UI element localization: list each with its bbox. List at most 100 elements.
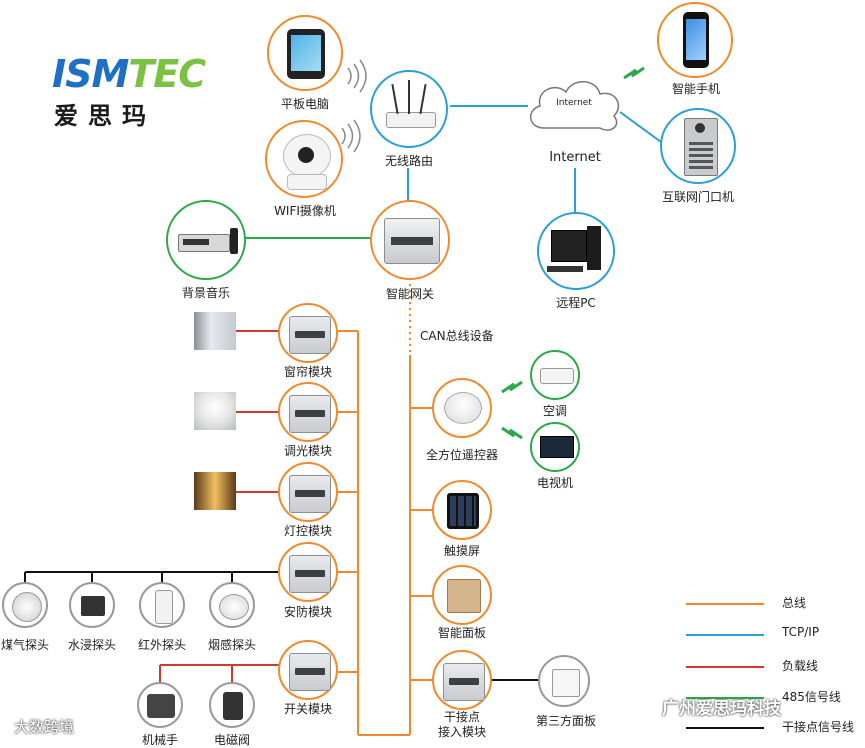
smart-panel-icon [447, 579, 481, 613]
gateway-label: 智能网关 [385, 287, 435, 301]
water-detector-icon [81, 596, 105, 616]
tv-node[interactable] [530, 422, 580, 472]
legend-item-dry-contact: 干接点信号线 [686, 718, 856, 738]
lighting-module-node[interactable] [278, 462, 338, 522]
gateway-node[interactable] [370, 200, 450, 280]
camera-icon [283, 134, 331, 178]
camera-node[interactable] [265, 120, 343, 198]
dimming-module-label: 调光模块 [283, 444, 333, 458]
legend-label: 干接点信号线 [782, 720, 855, 734]
solenoid-valve-icon [223, 692, 243, 720]
third-party-panel-label: 第三方面板 [535, 714, 597, 728]
manipulator-node[interactable] [137, 682, 183, 728]
smoke-detector-node[interactable] [209, 582, 255, 628]
solenoid-valve-label: 电磁阀 [213, 733, 251, 747]
lighting-module-icon [289, 475, 331, 513]
smoke-detector-icon [219, 594, 249, 620]
phone-icon [683, 12, 709, 68]
legend-swatch [686, 603, 764, 605]
legend-swatch [686, 727, 764, 729]
door-phone-label: 互联网门口机 [661, 190, 735, 204]
dimming-module-icon [289, 395, 331, 433]
logo-wordmark: ISMTEC [52, 52, 206, 96]
wireless-phone [623, 66, 645, 80]
legend-label: 总线 [782, 596, 807, 610]
air-conditioner-label: 空调 [542, 404, 568, 418]
dry-contact-label-line1: 干接点 [443, 710, 481, 724]
watermark-left: 大数跨境 [14, 718, 75, 736]
legend-item-485: 485信号线 [686, 688, 856, 708]
tv-icon [540, 436, 574, 458]
infrared-detector-icon [155, 590, 173, 624]
phone-node[interactable] [657, 2, 733, 78]
infrared-detector-node[interactable] [139, 582, 185, 628]
legend-item-tcpip: TCP/IP [686, 625, 856, 645]
router-node[interactable] [370, 70, 448, 148]
air-conditioner-icon [540, 368, 574, 384]
gateway-icon [384, 218, 440, 264]
music-player-icon [178, 234, 230, 252]
phone-label: 智能手机 [671, 82, 721, 96]
legend-item-bus: 总线 [686, 594, 856, 614]
background-music-node[interactable] [166, 200, 246, 280]
legend-swatch [686, 634, 764, 636]
lighting-photo [194, 472, 236, 510]
security-module-node[interactable] [278, 542, 338, 602]
omni-remote-node[interactable] [432, 378, 492, 438]
legend-label: 485信号线 [782, 690, 841, 704]
dry-contact-module-label: 干接点 接入模块 [438, 710, 486, 740]
switch-module-label: 开关模块 [283, 702, 333, 716]
can-bus-label: CAN总线设备 [420, 329, 494, 343]
smart-panel-node[interactable] [432, 565, 492, 625]
wifi-arcs-tablet [347, 59, 367, 93]
gas-detector-node[interactable] [2, 582, 48, 628]
gas-detector-icon [12, 592, 42, 622]
router-label: 无线路由 [384, 154, 434, 168]
switch-module-node[interactable] [278, 640, 338, 700]
curtain-module-node[interactable] [278, 303, 338, 363]
solenoid-valve-node[interactable] [209, 682, 255, 728]
dimming-photo [194, 392, 236, 430]
tablet-icon [287, 29, 325, 79]
legend-item-load: 负载线 [686, 657, 856, 677]
security-module-label: 安防模块 [283, 605, 333, 619]
legend-swatch [686, 666, 764, 668]
router-icon [386, 112, 436, 128]
wifi-arcs-camera [341, 119, 361, 153]
touch-screen-icon [447, 493, 479, 529]
door-phone-node[interactable] [660, 108, 736, 184]
water-detector-node[interactable] [69, 582, 115, 628]
wireless-tv [501, 426, 523, 440]
tablet-node[interactable] [267, 15, 343, 91]
brand-logo: ISMTEC 爱思玛 [52, 52, 206, 131]
legend-label: 负载线 [782, 659, 819, 673]
tablet-label: 平板电脑 [280, 97, 330, 111]
dry-contact-module-node[interactable] [432, 650, 492, 710]
pc-monitor-icon [551, 230, 587, 262]
remote-pc-node[interactable] [537, 212, 615, 290]
lighting-module-label: 灯控模块 [283, 524, 333, 538]
curtain-module-label: 窗帘模块 [283, 365, 333, 379]
curtain-module-icon [289, 316, 331, 354]
logo-chinese: 爱思玛 [54, 102, 156, 130]
dry-contact-label-line2: 接入模块 [437, 725, 487, 739]
air-conditioner-node[interactable] [530, 350, 580, 400]
manipulator-icon [147, 694, 175, 718]
touch-screen-node[interactable] [432, 480, 492, 540]
omni-remote-label: 全方位遥控器 [425, 448, 499, 462]
curtain-photo [194, 312, 236, 350]
legend-swatch [686, 697, 764, 699]
wireless-ac [501, 380, 523, 394]
dimming-module-node[interactable] [278, 382, 338, 442]
cloud-text: Internet [556, 98, 592, 108]
omni-remote-icon [444, 392, 482, 424]
background-music-label: 背景音乐 [181, 286, 231, 300]
remote-pc-label: 远程PC [556, 296, 596, 310]
security-module-icon [289, 555, 331, 593]
smoke-detector-label: 烟感探头 [207, 638, 257, 652]
manipulator-label: 机械手 [141, 733, 179, 747]
dry-contact-module-icon [443, 663, 485, 701]
infrared-detector-label: 红外探头 [137, 638, 187, 652]
pc-tower-icon [587, 226, 601, 270]
third-party-panel-node[interactable] [538, 655, 590, 707]
